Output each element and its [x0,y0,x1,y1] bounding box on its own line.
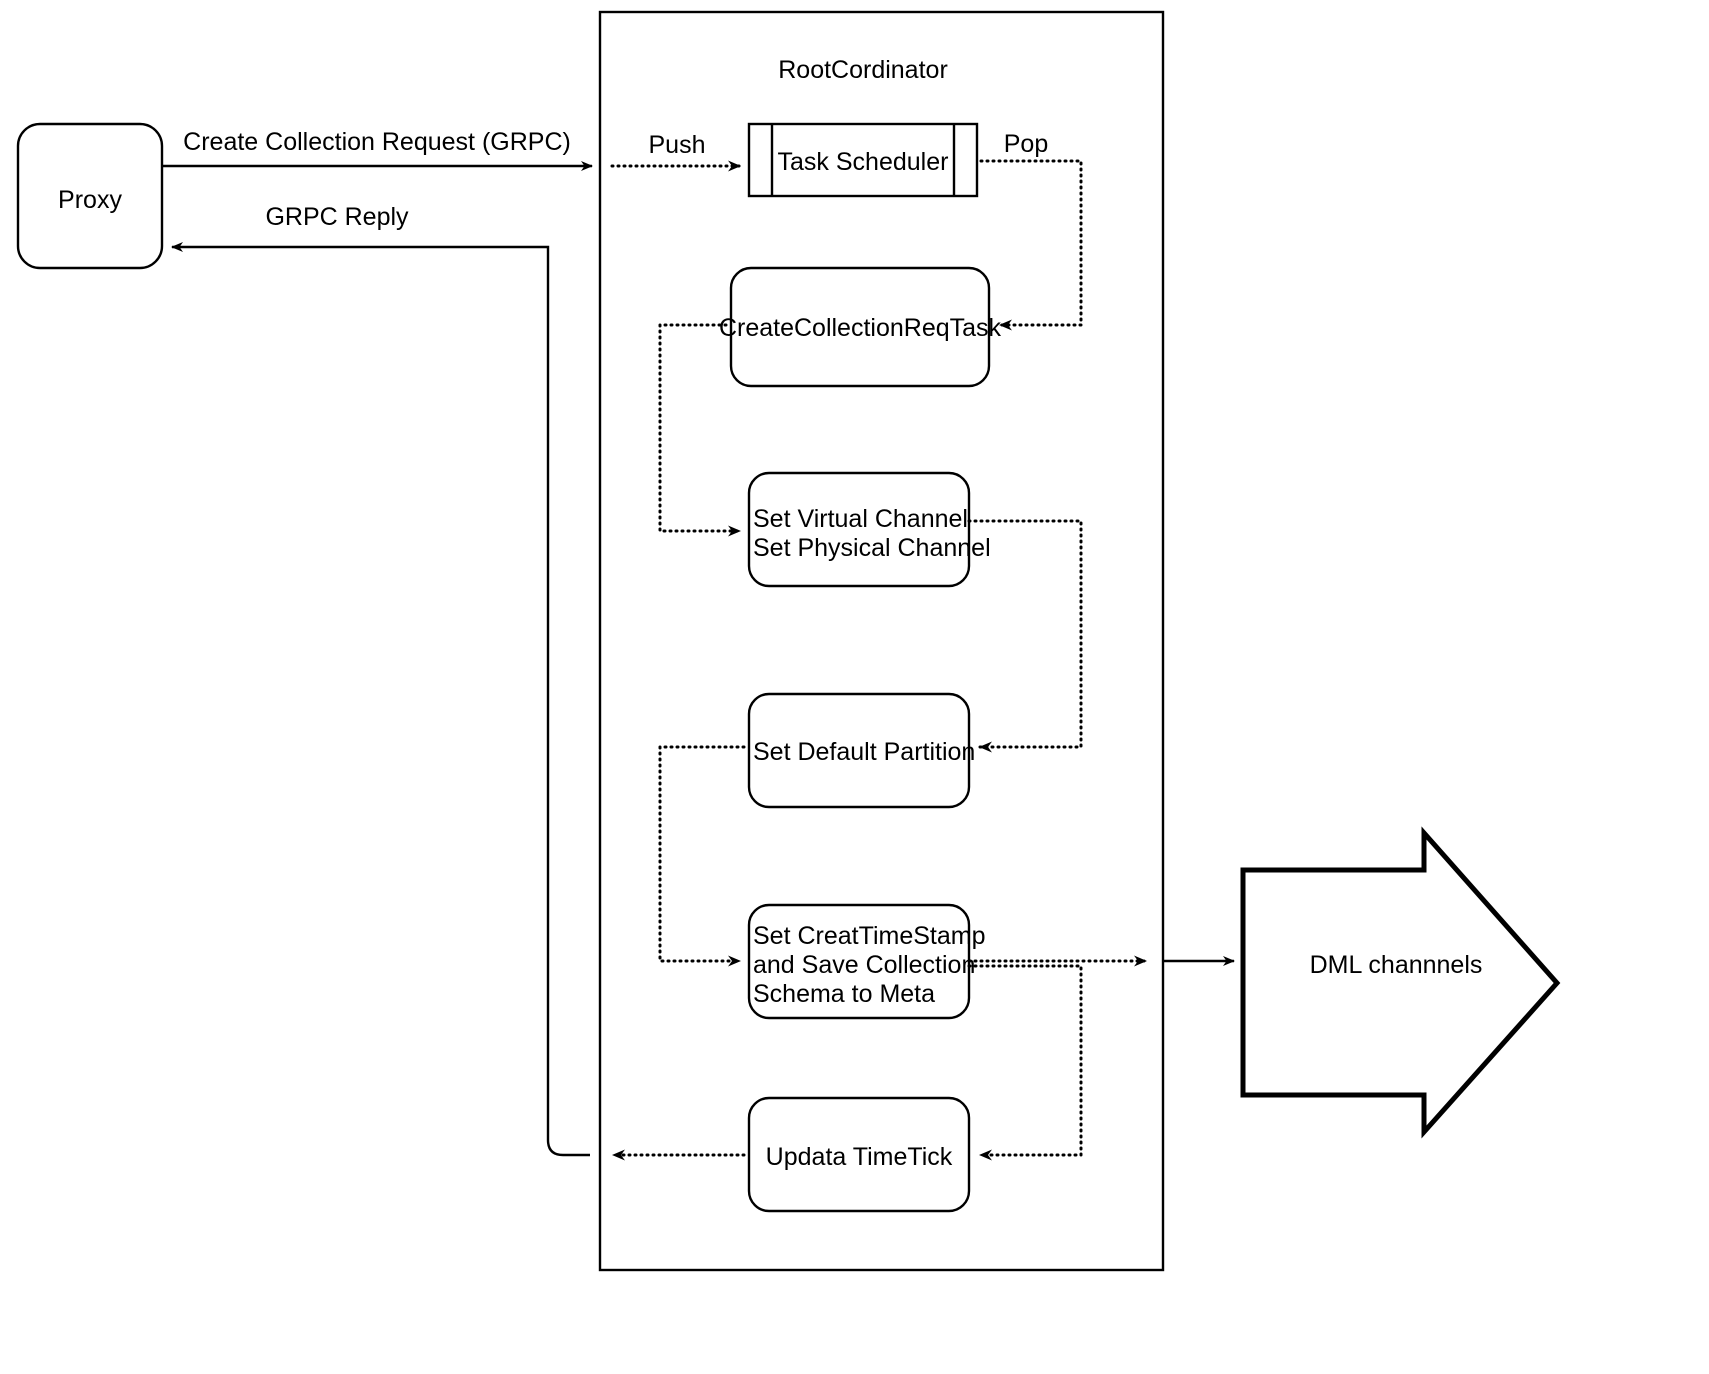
edge-grpc-reply-label: GRPC Reply [265,203,409,231]
node-proxy[interactable]: Proxy [16,122,164,270]
node-set-channels[interactable]: Set Virtual Channel Set Physical Channel [747,471,991,588]
edge-grpc-reply: GRPC Reply [171,203,746,1161]
node-updata-timetick[interactable]: Updata TimeTick [747,1096,971,1213]
rootcordinator-container: RootCordinator [598,10,1165,1272]
node-proxy-label: Proxy [58,186,122,214]
edge-task-to-set-channels [658,323,742,537]
node-task-scheduler[interactable]: Task Scheduler [747,122,979,198]
node-set-create-timestamp-line3: Schema to Meta [753,980,935,1008]
edge-push: Push [610,131,742,172]
node-set-create-timestamp[interactable]: Set CreatTimeStamp and Save Collection S… [747,903,985,1020]
edge-push-label: Push [649,131,706,159]
rootcordinator-title: RootCordinator [778,56,948,84]
node-set-default-partition[interactable]: Set Default Partition [747,692,975,809]
node-set-create-timestamp-line1: Set CreatTimeStamp [753,922,985,950]
node-dml-channels[interactable]: DML channnels [1240,826,1561,1139]
edge-create-collection-request: Create Collection Request (GRPC) [162,128,593,171]
node-updata-timetick-label: Updata TimeTick [766,1143,953,1171]
edge-pop-label: Pop [1004,130,1048,158]
edge-set-channels-to-default-partition [967,519,1083,753]
node-set-channels-line1: Set Virtual Channel [753,505,968,533]
node-task-scheduler-label: Task Scheduler [778,148,949,176]
node-set-channels-line2: Set Physical Channel [753,534,991,562]
edge-create-collection-request-label: Create Collection Request (GRPC) [183,128,571,156]
node-create-collection-req-task[interactable]: CreateCollectionReqTask [719,266,1002,388]
edge-create-timestamp-to-timetick [967,964,1083,1161]
node-set-create-timestamp-line2: and Save Collection [753,951,975,979]
node-dml-channels-label: DML channnels [1310,951,1483,979]
edge-pop: Pop [979,130,1083,331]
edge-default-partition-to-create-timestamp [658,745,746,967]
node-set-default-partition-label: Set Default Partition [753,738,975,766]
node-create-collection-req-task-label: CreateCollectionReqTask [719,314,1002,342]
